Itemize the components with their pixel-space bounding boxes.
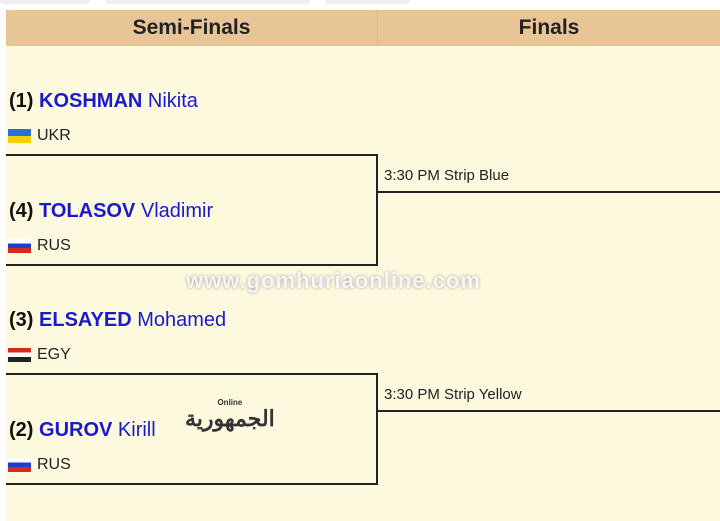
bracket-line bbox=[376, 154, 378, 265]
top-tab[interactable] bbox=[325, 0, 410, 4]
bracket-line bbox=[6, 483, 378, 485]
ukraine-flag-icon bbox=[8, 129, 31, 143]
bracket-line bbox=[6, 373, 378, 375]
bracket-table: Semi-Finals Finals (1) KOSHMAN Nikita UK… bbox=[6, 10, 720, 521]
fencer-name[interactable]: (2) GUROV Kirill bbox=[9, 419, 156, 441]
bracket-line bbox=[376, 373, 378, 484]
header-semi-finals: Semi-Finals bbox=[6, 10, 378, 46]
russia-flag-icon bbox=[8, 458, 31, 472]
fencer-name[interactable]: (1) KOSHMAN Nikita bbox=[9, 90, 198, 112]
fencer-country: UKR bbox=[8, 127, 71, 145]
fencer-name[interactable]: (3) ELSAYED Mohamed bbox=[9, 309, 227, 331]
fencer-country: RUS bbox=[8, 237, 71, 255]
bracket-line bbox=[378, 191, 720, 193]
header-finals: Finals bbox=[378, 10, 720, 46]
fencer-country: RUS bbox=[8, 456, 71, 474]
top-tab[interactable] bbox=[0, 0, 90, 4]
russia-flag-icon bbox=[8, 239, 31, 253]
watermark: www.gomhuriaonline.com bbox=[186, 268, 481, 293]
top-tab[interactable] bbox=[105, 0, 310, 4]
bracket-line bbox=[378, 410, 720, 412]
fencer-country: EGY bbox=[8, 346, 71, 364]
final-match-time: 3:30 PM Strip Yellow bbox=[384, 386, 522, 403]
final-match-time: 3:30 PM Strip Blue bbox=[384, 167, 510, 184]
egypt-flag-icon bbox=[8, 348, 31, 362]
bracket-line bbox=[6, 264, 378, 266]
fencer-name[interactable]: (4) TOLASOV Vladimir bbox=[9, 200, 214, 222]
bracket-line bbox=[6, 154, 378, 156]
